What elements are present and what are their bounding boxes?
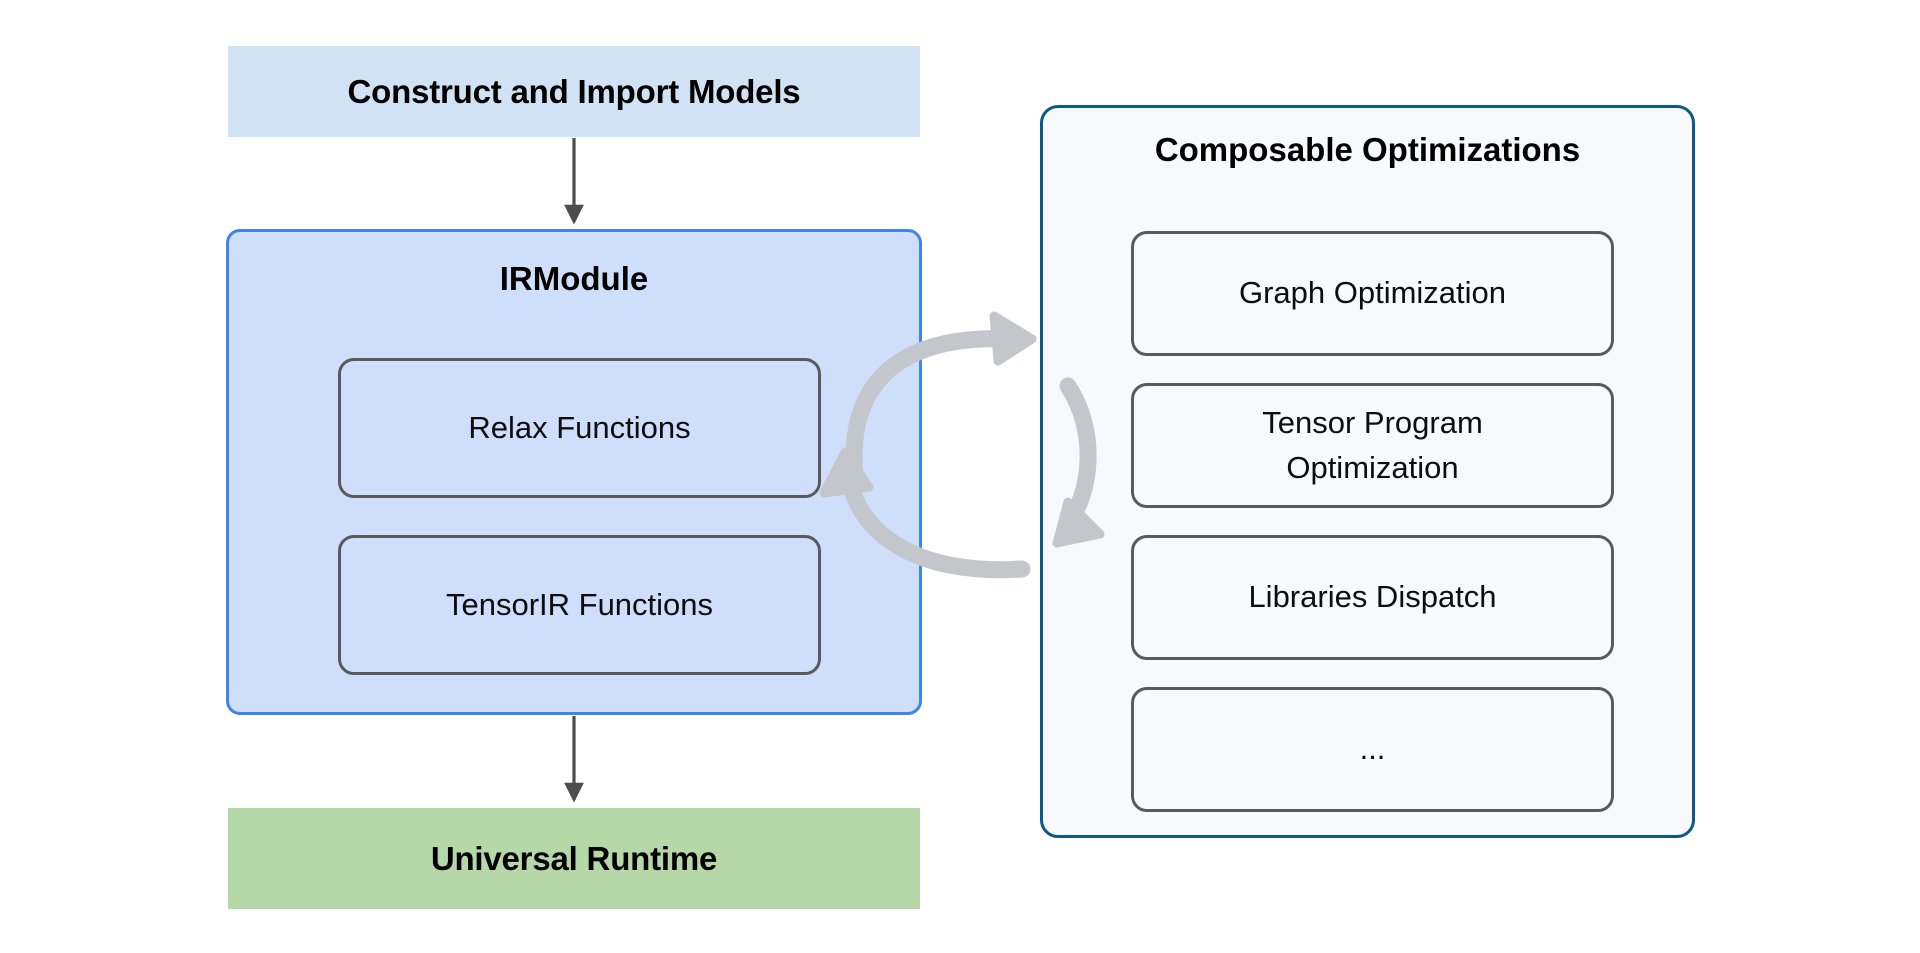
ellipsis-box[interactable]: ... [1131,687,1614,812]
tensorir-functions-box[interactable]: TensorIR Functions [338,535,821,675]
irmodule-container[interactable]: IRModule Relax Functions TensorIR Functi… [226,229,922,715]
ellipsis-label: ... [1359,731,1386,767]
graph-optimization-label: Graph Optimization [1238,275,1507,311]
construct-and-import-models-label: Construct and Import Models [347,72,801,110]
composable-optimizations-panel[interactable]: Composable Optimizations Graph Optimizat… [1040,105,1695,838]
libraries-dispatch-label: Libraries Dispatch [1248,579,1497,615]
universal-runtime-box[interactable]: Universal Runtime [228,808,920,909]
tensorir-functions-label: TensorIR Functions [445,587,714,622]
relax-functions-label: Relax Functions [468,410,691,445]
construct-and-import-models-box[interactable]: Construct and Import Models [228,46,920,137]
relax-functions-box[interactable]: Relax Functions [338,358,821,498]
graph-optimization-box[interactable]: Graph Optimization [1131,231,1614,356]
libraries-dispatch-box[interactable]: Libraries Dispatch [1131,535,1614,660]
irmodule-title: IRModule [499,260,649,297]
composable-optimizations-title: Composable Optimizations [1154,131,1581,168]
universal-runtime-label: Universal Runtime [430,839,718,877]
